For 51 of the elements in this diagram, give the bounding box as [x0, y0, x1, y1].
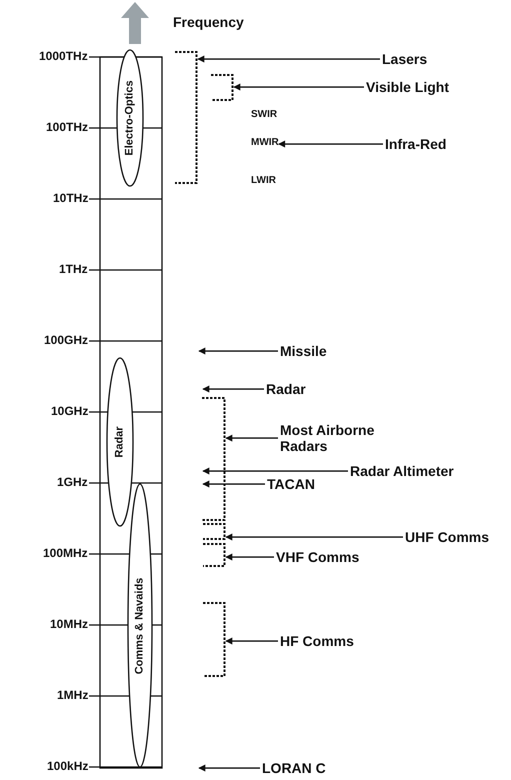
dotted-bracket — [211, 74, 234, 101]
tick-label: 100MHz — [43, 547, 88, 561]
dotted-bracket — [203, 543, 226, 567]
tick-label: 10GHz — [51, 405, 88, 419]
axis-title: Frequency — [173, 14, 244, 30]
band-label: Comms & Navaids — [134, 577, 146, 674]
band-ellipse — [106, 357, 134, 527]
band-label: Electro-Optics — [124, 80, 136, 156]
callout-text: LORAN C — [262, 760, 326, 776]
dotted-bracket — [203, 602, 226, 677]
callout-text: Missile — [280, 343, 327, 360]
arrow — [225, 554, 274, 561]
dotted-bracket — [203, 523, 226, 540]
callout-text: Infra-Red — [385, 136, 446, 152]
tick-label: 1GHz — [57, 476, 88, 490]
callout-text: HF Comms — [280, 633, 354, 650]
callout-text: VHF Comms — [276, 549, 360, 566]
tick-label: 10MHz — [50, 618, 88, 632]
tick-label: 100kHz — [47, 760, 88, 774]
arrow — [202, 468, 348, 475]
callout-text: TACAN — [267, 476, 315, 492]
arrow — [233, 84, 364, 91]
arrow — [225, 434, 278, 442]
band-ellipse — [127, 483, 153, 768]
tick-label: 100GHz — [44, 334, 88, 348]
band-label: Radar — [114, 426, 126, 458]
arrow — [225, 638, 278, 645]
arrow — [198, 764, 260, 772]
arrow — [202, 386, 264, 393]
tick-label: 1THz — [59, 263, 88, 277]
band-ellipse — [116, 49, 144, 187]
arrow — [225, 534, 403, 541]
callout-text: Lasers — [382, 51, 428, 68]
callout-text: UHF Comms — [405, 529, 490, 546]
dotted-bracket — [175, 51, 198, 184]
callout-text: Radar — [266, 381, 306, 398]
band-label: SWIR — [251, 109, 278, 120]
arrow — [278, 140, 383, 148]
tick-label: 1MHz — [57, 689, 88, 703]
arrow — [197, 56, 380, 63]
arrow — [198, 348, 278, 355]
band-label: MWIR — [251, 137, 279, 148]
callout-text: Most Airborne Radars — [280, 422, 410, 454]
band-label: LWIR — [251, 175, 276, 186]
tick-label: 10THz — [53, 192, 88, 206]
dotted-bracket — [202, 397, 226, 521]
callout-text: Visible Light — [366, 79, 449, 96]
tick-label: 100THz — [46, 121, 88, 135]
callout-text: Radar Altimeter — [350, 463, 454, 480]
arrow — [202, 480, 265, 488]
tick-label: 1000THz — [39, 50, 88, 64]
